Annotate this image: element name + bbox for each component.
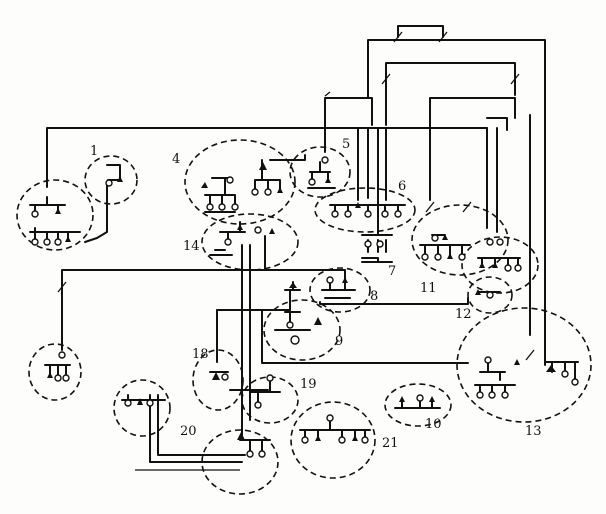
group-label-6: 6 — [398, 179, 406, 194]
group-label-18: 18 — [192, 347, 209, 362]
group-21-boundary — [290, 401, 376, 479]
group-11-boundary — [411, 204, 509, 276]
group-6-cluster — [329, 202, 406, 218]
group-5-cluster — [307, 156, 336, 189]
group-4-cluster — [201, 159, 283, 213]
group-1-boundary — [84, 155, 138, 205]
group-lowerleft-cluster — [44, 351, 71, 382]
group-label-12: 12 — [455, 307, 472, 322]
group-label-21: 21 — [382, 436, 399, 451]
group-1-cluster — [105, 164, 123, 187]
group-8-cluster — [321, 276, 356, 299]
group-label-9: 9 — [335, 334, 343, 349]
group-label-4: 4 — [172, 152, 180, 167]
group-left-cluster — [29, 196, 81, 246]
group-11-cluster — [419, 234, 471, 261]
group-7-cluster — [361, 234, 393, 263]
group-5-boundary — [289, 146, 351, 198]
group-9-cluster — [274, 281, 322, 345]
connection-lines — [46, 25, 546, 471]
group-13-cluster — [474, 356, 579, 399]
group-4-boundary — [184, 139, 296, 225]
group-label-1: 1 — [90, 144, 98, 159]
line-marks — [57, 31, 535, 361]
group-10-boundary — [384, 383, 452, 427]
group-label-14: 14 — [183, 239, 200, 254]
group-label-10: 10 — [425, 417, 442, 432]
group-21-cluster — [299, 414, 371, 444]
group-8-boundary — [309, 267, 371, 313]
group-10-cluster — [394, 394, 441, 409]
group-label-11: 11 — [420, 281, 437, 296]
group-label-19: 19 — [300, 377, 317, 392]
group-left-boundary — [16, 179, 94, 251]
group-9-boundary — [263, 299, 341, 361]
group-bottom-boundary — [201, 429, 279, 495]
group-6-boundary — [314, 187, 416, 233]
group-label-7: 7 — [388, 264, 396, 279]
group-label-5: 5 — [342, 137, 350, 152]
group-11b-cluster — [477, 238, 522, 272]
group-18-cluster — [209, 371, 229, 381]
group-bottom-cluster — [237, 432, 271, 458]
group-14-cluster — [209, 221, 275, 256]
group-12-boundary — [467, 276, 513, 314]
group-label-20: 20 — [180, 424, 197, 439]
group-labels: 1 4 5 6 7 8 9 10 11 12 13 14 18 19 20 21 — [90, 137, 542, 451]
group-19-cluster — [249, 374, 281, 409]
group-13-boundary — [456, 307, 592, 423]
group-lowerleft-boundary — [28, 343, 82, 401]
group-12-cluster — [475, 289, 501, 299]
family-clusters — [29, 156, 579, 458]
group-20-cluster — [121, 394, 166, 407]
group-label-13: 13 — [525, 424, 542, 439]
group-20-boundary — [113, 379, 171, 437]
group-label-8: 8 — [370, 289, 378, 304]
